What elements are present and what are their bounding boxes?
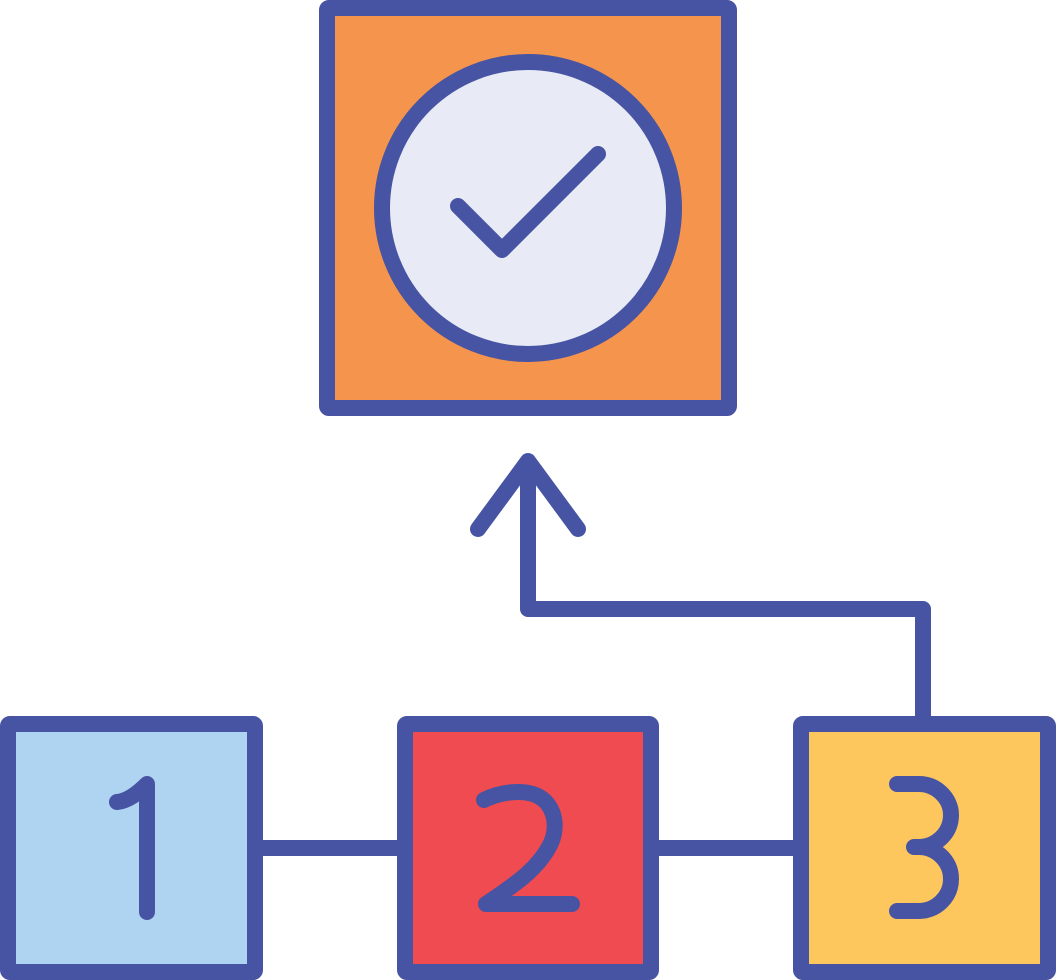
goal-circle [374,54,682,362]
goal-box [319,0,737,416]
step-1-box [0,716,263,980]
connector-3-to-goal [520,457,931,732]
step-2-box [397,716,659,980]
step-3-digit [889,776,959,919]
step-1-digit [109,776,155,920]
step-3: 3 [793,716,1056,980]
step-1: 1 [0,716,263,980]
step-2: 2 [397,716,659,980]
check-circle-icon [450,146,606,258]
arrow-up-icon [470,453,586,537]
step-2-digit [476,784,580,912]
